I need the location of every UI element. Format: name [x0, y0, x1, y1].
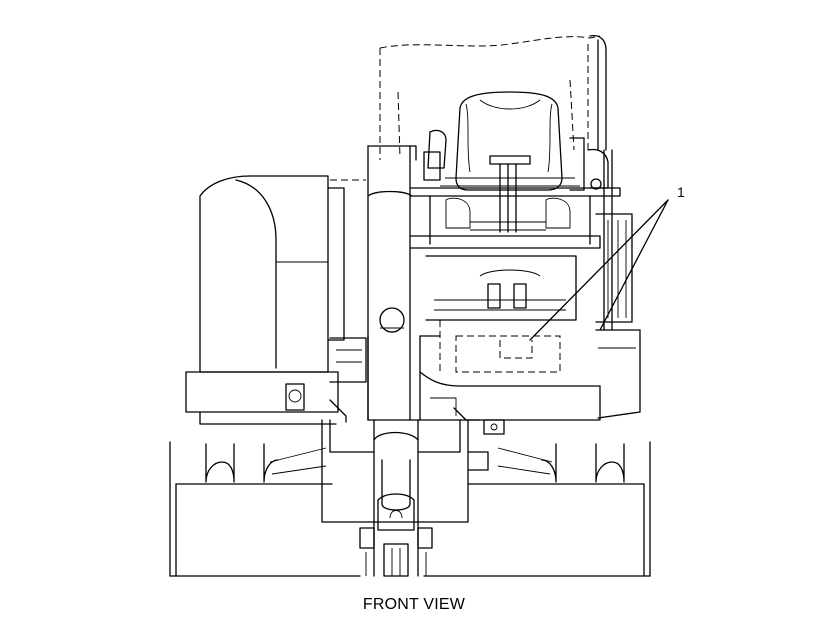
- engine-hood: [185, 175, 367, 425]
- right-side-frame: [595, 149, 641, 419]
- figure-caption: FRONT VIEW: [362, 596, 466, 613]
- upper-frame: [367, 145, 621, 421]
- swing-deck: [329, 371, 601, 435]
- cab-outline: [379, 34, 607, 160]
- boom: [367, 190, 561, 421]
- lower-boom-and-bucket: [321, 419, 469, 577]
- operator-seat: [440, 91, 580, 233]
- callout-number: 1: [677, 184, 685, 200]
- callout-leader: [529, 199, 669, 341]
- undercarriage: [169, 441, 651, 577]
- control-levers: [423, 129, 609, 191]
